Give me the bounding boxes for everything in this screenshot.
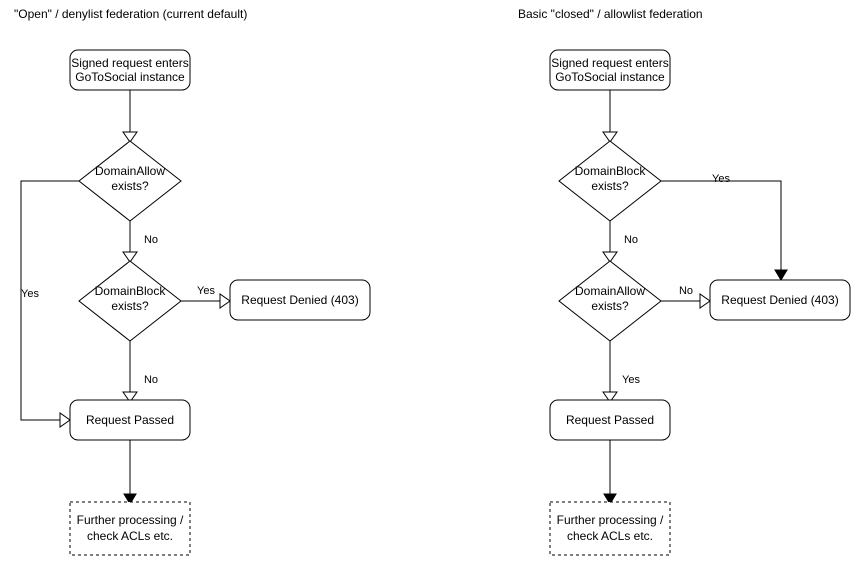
node-further-processing-right-shape <box>549 501 671 556</box>
edge-domainblock-no-right: No <box>602 221 638 263</box>
arrowhead-open-down-domainallow-right <box>602 251 618 263</box>
node-request-denied-left-shape <box>229 279 371 321</box>
edge-domainallow-no-left: No <box>122 221 158 263</box>
node-decision-domainblock-right-line2: exists? <box>591 179 629 193</box>
node-further-processing-left[interactable]: Further processing / check ACLs etc. <box>69 501 191 556</box>
edge-domainallow-no-right: No <box>661 285 711 309</box>
arrowhead-filled-down-denied-right <box>774 269 788 281</box>
edge-passed-to-further-left <box>123 440 137 505</box>
arrowhead-open-down-passed-left <box>122 391 138 403</box>
edge-label-domainallow-yes-right: Yes <box>622 374 640 386</box>
node-request-denied-left-label: Request Denied (403) <box>241 293 358 307</box>
edge-label-domainblock-no-left: No <box>144 374 158 386</box>
panel-closed-allowlist: Basic "closed" / allowlist federation Si… <box>518 7 851 556</box>
node-request-denied-left[interactable]: Request Denied (403) <box>229 279 371 321</box>
edge-domainallow-yes-left-line <box>20 180 79 421</box>
edge-entry-to-domainallow-left <box>122 90 138 143</box>
node-entry-left-line1: Signed request enters <box>71 56 188 70</box>
arrowhead-open-down-domainblock-left <box>122 251 138 263</box>
edge-label-domainallow-no-right: No <box>679 285 693 297</box>
node-decision-domainblock-left[interactable]: DomainBlock exists? <box>78 260 182 342</box>
edge-label-domainblock-yes-right: Yes <box>712 173 730 185</box>
node-further-processing-left-shape <box>69 501 191 556</box>
arrowhead-open-down-entry-left <box>122 131 138 143</box>
edge-domainblock-yes-left: Yes <box>181 285 231 309</box>
node-decision-domainblock-right-line1: DomainBlock <box>575 164 647 178</box>
edge-domainblock-no-left: No <box>122 341 158 403</box>
arrowhead-filled-down-further-right <box>603 493 617 505</box>
node-decision-domainallow-left-line1: DomainAllow <box>95 164 165 178</box>
panel-title-closed-allowlist: Basic "closed" / allowlist federation <box>518 7 703 21</box>
edge-domainblock-yes-right-line <box>661 180 782 272</box>
node-request-denied-right-shape <box>709 279 851 321</box>
panel-title-open-denylist: "Open" / denylist federation (current de… <box>14 7 247 21</box>
node-further-processing-left-line2: check ACLs etc. <box>87 529 173 543</box>
node-request-passed-left-label: Request Passed <box>86 413 174 427</box>
node-request-denied-right[interactable]: Request Denied (403) <box>709 279 851 321</box>
node-decision-domainblock-left-line1: DomainBlock <box>95 284 167 298</box>
arrowhead-open-right-passed-left <box>59 412 71 428</box>
node-further-processing-left-line1: Further processing / <box>77 513 184 527</box>
arrowhead-open-right-denied-right <box>699 293 711 309</box>
node-entry-right-line1: Signed request enters <box>551 56 668 70</box>
edge-label-domainblock-no-right: No <box>624 234 638 246</box>
edge-domainallow-yes-right: Yes <box>602 341 640 403</box>
node-entry-left-line2: GoToSocial instance <box>75 70 185 84</box>
arrowhead-filled-down-further-left <box>123 493 137 505</box>
edge-domainblock-yes-right: Yes <box>661 173 788 281</box>
node-decision-domainblock-left-line2: exists? <box>111 299 149 313</box>
node-request-denied-right-label: Request Denied (403) <box>721 293 838 307</box>
node-entry-right-line2: GoToSocial instance <box>555 70 665 84</box>
arrowhead-open-right-denied-left <box>219 293 231 309</box>
arrowhead-open-down-entry-right <box>602 131 618 143</box>
node-request-passed-right[interactable]: Request Passed <box>549 399 671 441</box>
node-decision-domainallow-left[interactable]: DomainAllow exists? <box>78 140 182 222</box>
node-decision-domainallow-right-line1: DomainAllow <box>575 284 645 298</box>
node-entry-right[interactable]: Signed request enters GoToSocial instanc… <box>549 49 671 91</box>
edge-label-domainallow-yes-left: Yes <box>21 288 39 300</box>
panel-open-denylist: "Open" / denylist federation (current de… <box>14 7 371 556</box>
node-further-processing-right[interactable]: Further processing / check ACLs etc. <box>549 501 671 556</box>
node-request-passed-left[interactable]: Request Passed <box>69 399 191 441</box>
node-further-processing-right-line1: Further processing / <box>557 513 664 527</box>
edge-label-domainallow-no-left: No <box>144 234 158 246</box>
edge-entry-to-domainblock-right <box>602 90 618 143</box>
node-decision-domainblock-right[interactable]: DomainBlock exists? <box>558 140 662 222</box>
node-decision-domainallow-right-line2: exists? <box>591 299 629 313</box>
edge-domainallow-yes-left: Yes <box>20 180 79 428</box>
node-decision-domainallow-right[interactable]: DomainAllow exists? <box>558 260 662 342</box>
node-entry-left[interactable]: Signed request enters GoToSocial instanc… <box>69 49 191 91</box>
node-decision-domainallow-left-line2: exists? <box>111 179 149 193</box>
edge-passed-to-further-right <box>603 440 617 505</box>
node-further-processing-right-line2: check ACLs etc. <box>567 529 653 543</box>
arrowhead-open-down-passed-right <box>602 391 618 403</box>
edge-label-domainblock-yes-left: Yes <box>197 285 215 297</box>
node-request-passed-right-label: Request Passed <box>566 413 654 427</box>
